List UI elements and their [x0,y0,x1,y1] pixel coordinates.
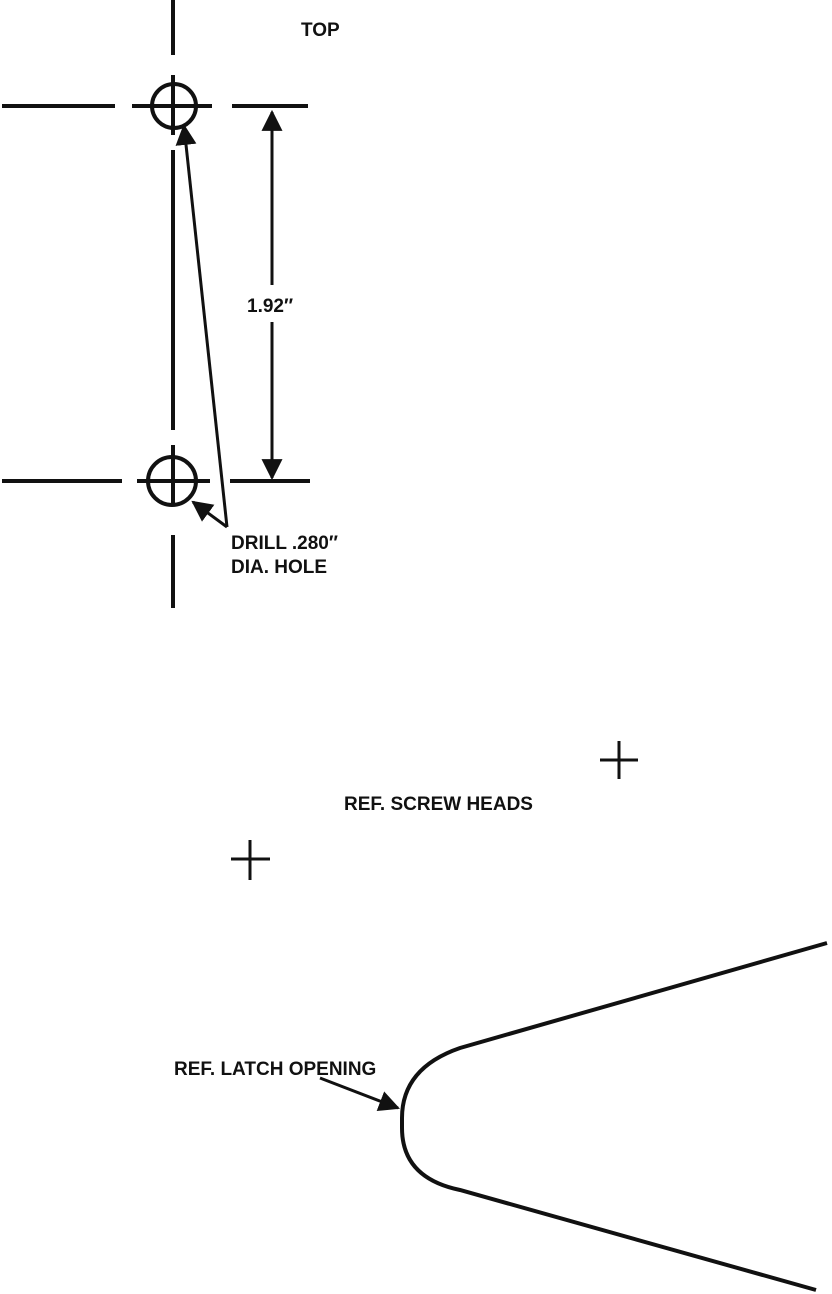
screw-head-cross-right [600,741,638,779]
drill-leader-lines [175,123,229,529]
latch-opening-outline [400,941,828,1292]
screw-heads-label: REF. SCREW HEADS [344,794,533,815]
top-drill-hole [150,82,198,130]
bottom-drill-hole [146,455,198,507]
top-label: TOP [301,20,340,41]
latch-leader-line [319,1076,400,1112]
latch-opening-label: REF. LATCH OPENING [174,1059,376,1080]
drill-label-line2: DIA. HOLE [231,557,327,578]
dimension-label: 1.92″ [247,296,293,317]
screw-head-cross-left [231,840,270,880]
drill-label-line1: DRILL .280″ [231,533,338,554]
